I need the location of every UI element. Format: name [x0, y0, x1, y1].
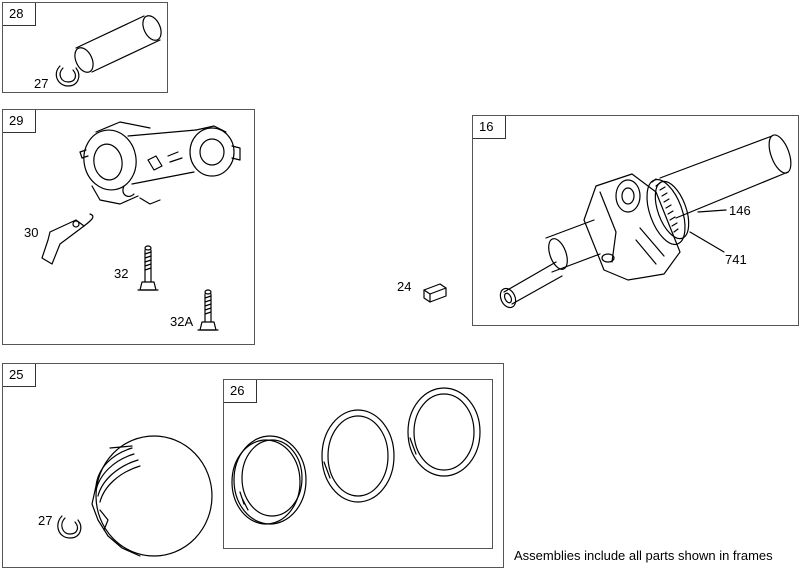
key-part	[423, 283, 447, 303]
footer-note: Assemblies include all parts shown in fr…	[514, 548, 773, 563]
oil-dipper-part	[41, 213, 94, 265]
callout-30-oil-dipper: 30	[24, 225, 39, 240]
retaining-clip-top-part	[55, 65, 80, 87]
leader-line-146	[697, 209, 727, 213]
frame-26-ring-set: 26	[223, 379, 493, 549]
frame-29-connecting-rod: 29	[2, 109, 255, 345]
callout-741: 741	[725, 252, 747, 267]
frame-28-piston-pin: 28	[2, 2, 168, 93]
piston-ring-set-part	[231, 387, 481, 525]
callout-27-clip-top: 27	[34, 76, 49, 91]
frame-16-crankshaft: 16	[472, 115, 799, 326]
frame-26-tag: 26	[224, 380, 257, 403]
callout-32a-rod-bolt: 32A	[170, 314, 194, 329]
callout-27-clip-bottom: 27	[38, 513, 53, 528]
leader-line-741	[689, 231, 725, 253]
rod-bolt-part	[137, 245, 159, 291]
connecting-rod-part	[79, 121, 241, 205]
retaining-clip-bottom-part	[57, 515, 82, 539]
frame-25-tag: 25	[3, 364, 36, 387]
callout-32-rod-bolt: 32	[114, 266, 129, 281]
rod-bolt-32a-part	[197, 289, 219, 331]
piston-part	[91, 435, 213, 557]
crankshaft-part	[499, 134, 792, 309]
frame-16-tag: 16	[473, 116, 506, 139]
frame-29-tag: 29	[3, 110, 36, 133]
callout-146-gear: 146	[729, 203, 751, 218]
callout-24-key: 24	[397, 279, 412, 294]
piston-pin-part	[74, 15, 162, 73]
frame-28-tag: 28	[3, 3, 36, 26]
